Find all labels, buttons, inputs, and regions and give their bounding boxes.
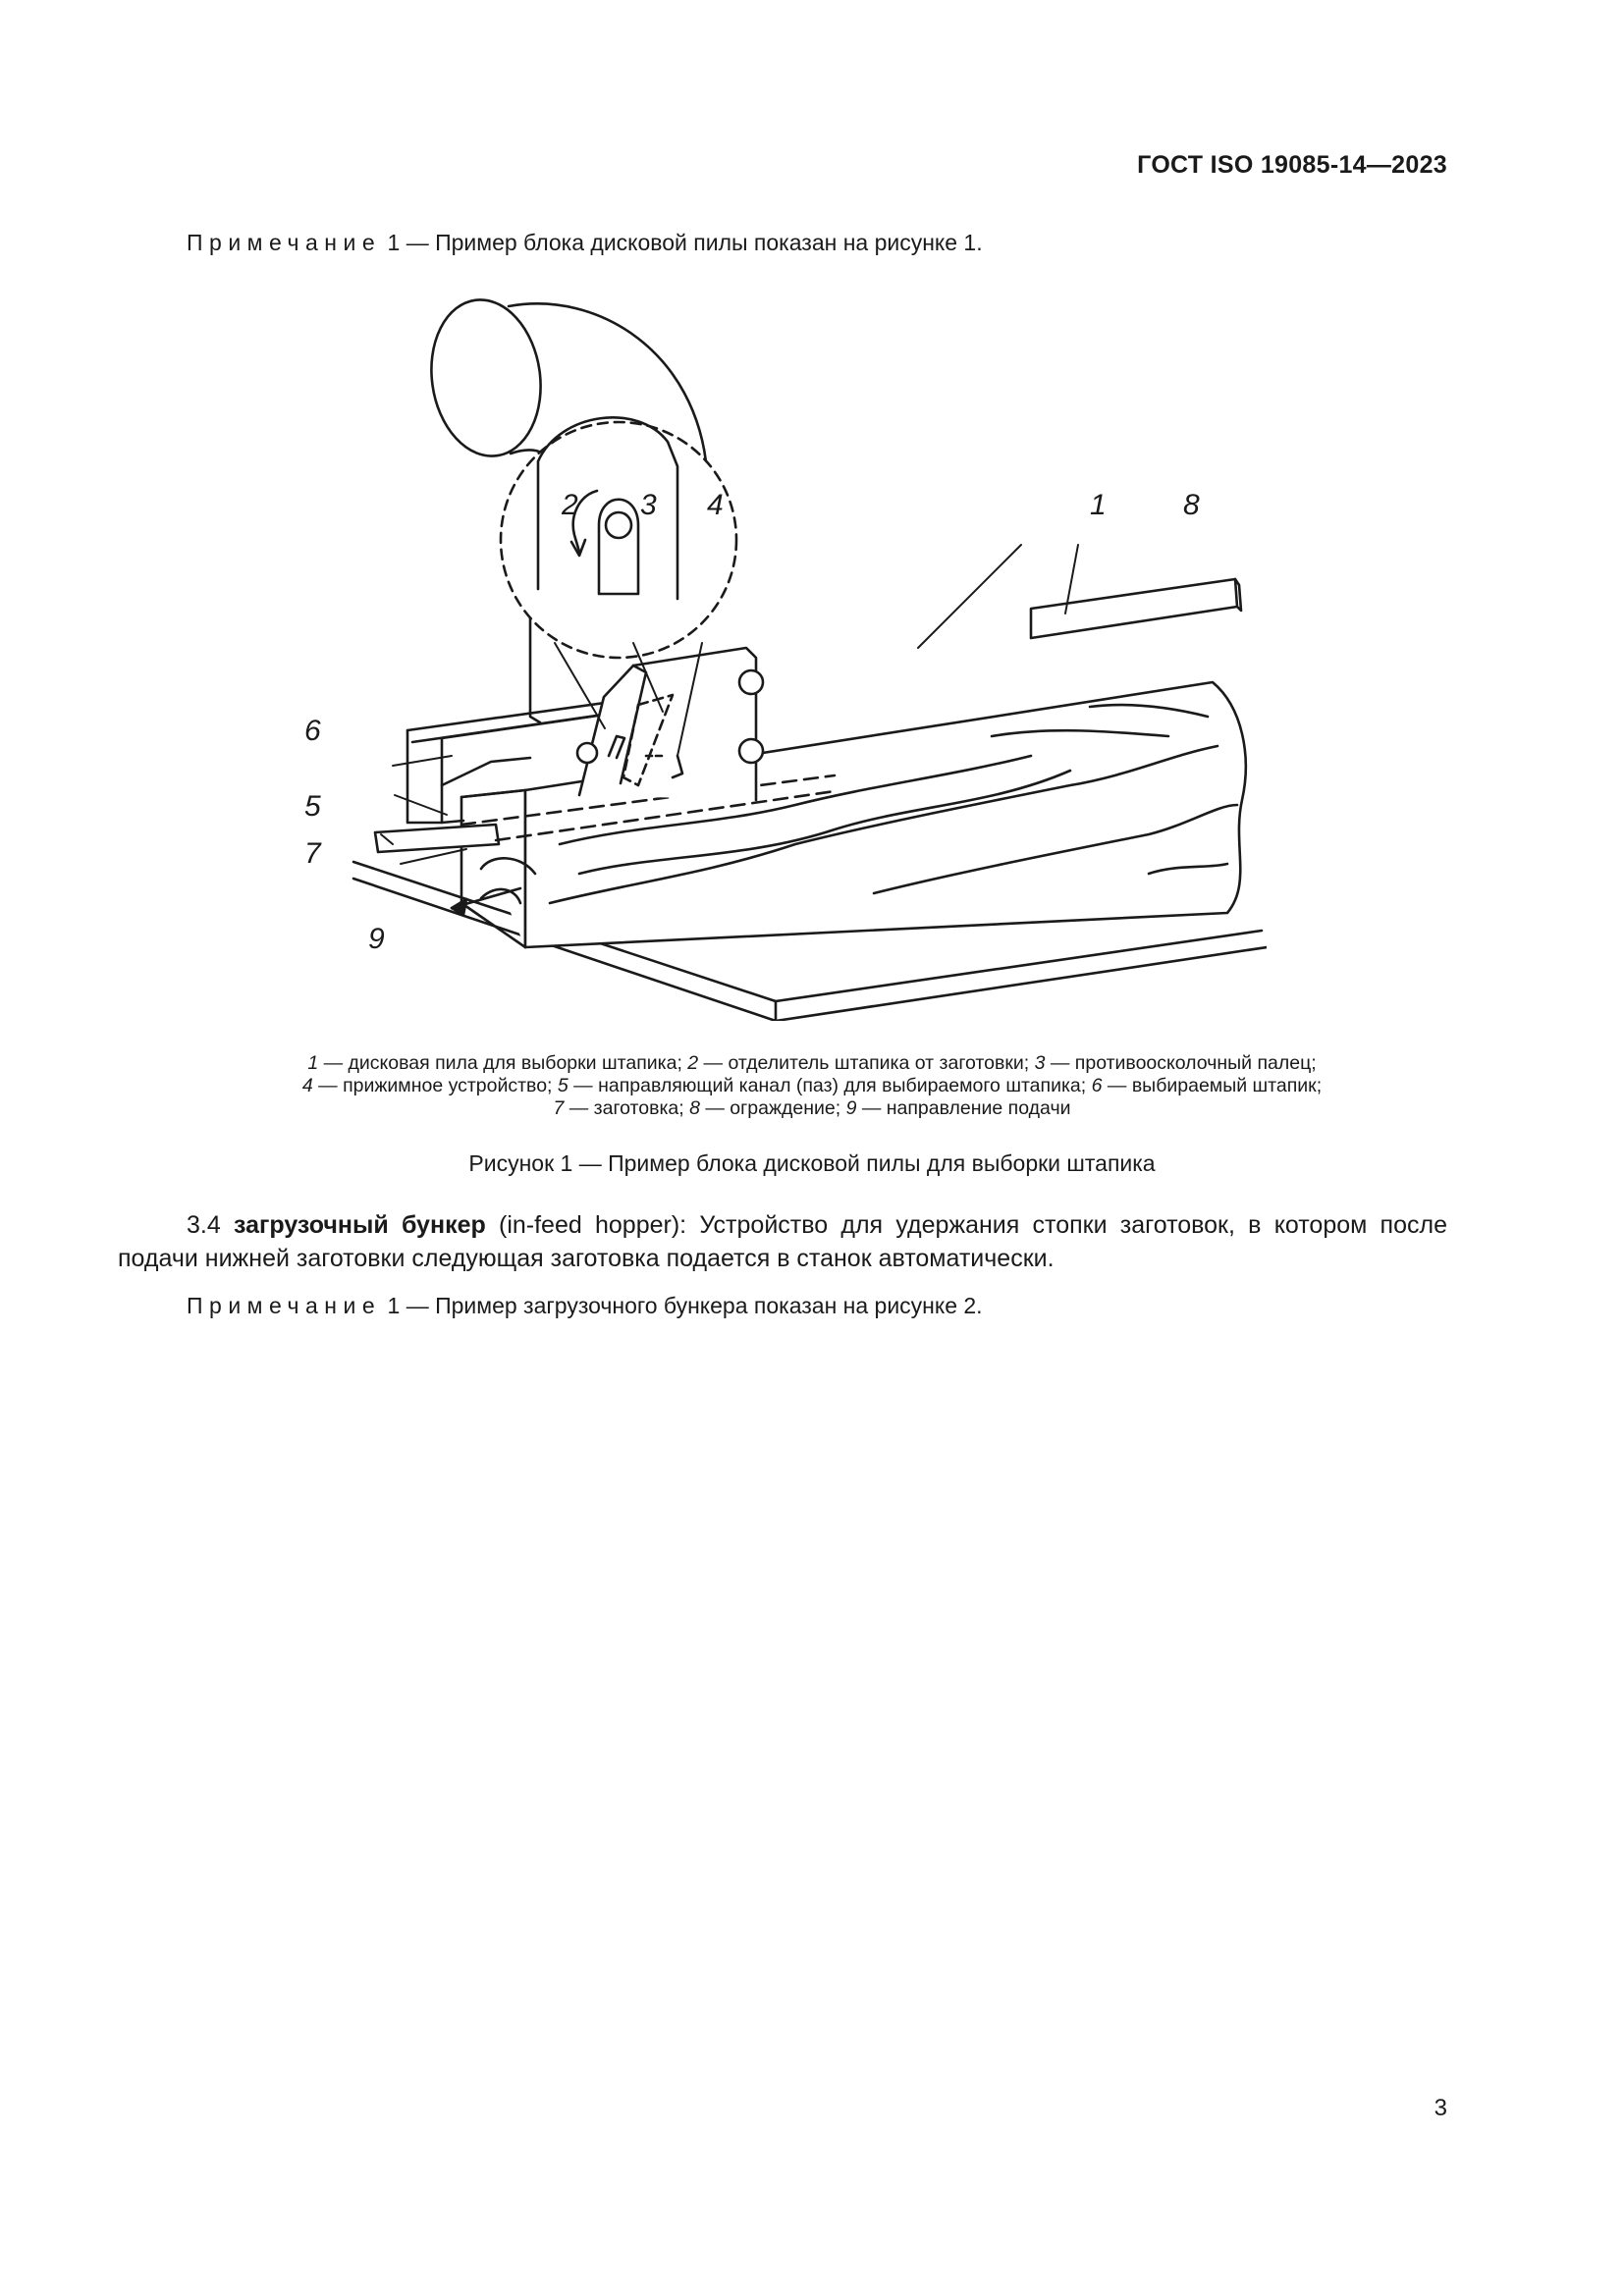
callout-3: 3 — [640, 489, 657, 521]
definition-3-4: 3.4 загрузочный бункер (in-feed hopper):… — [118, 1208, 1447, 1275]
note-text: 1 — Пример загрузочного бункера показан … — [381, 1293, 983, 1318]
document-standard-number: ГОСТ ISO 19085-14—2023 — [1137, 151, 1447, 179]
note-label: Примечание — [187, 1293, 382, 1318]
callout-8: 8 — [1183, 489, 1200, 521]
figure-1-saw-unit: 2 3 4 1 8 6 5 7 9 — [285, 294, 1267, 1021]
figure-legend: 1 — дисковая пила для выборки штапика; 2… — [118, 1052, 1506, 1120]
page-number: 3 — [1434, 2095, 1447, 2121]
note-figure-2: Примечание 1 — Пример загрузочного бунке… — [187, 1293, 983, 1319]
legend-line: 1 — дисковая пила для выборки штапика; 2… — [307, 1052, 1317, 1074]
note-text: 1 — Пример блока дисковой пилы показан н… — [381, 230, 983, 255]
callout-1: 1 — [1090, 489, 1107, 521]
legend-line: 7 — заготовка; 8 — ограждение; 9 — напра… — [553, 1097, 1071, 1119]
callout-6: 6 — [304, 715, 321, 747]
saw-blade-icon — [499, 416, 738, 660]
english-term: (in-feed hopper) — [499, 1211, 680, 1239]
term: загрузочный бункер — [234, 1211, 486, 1239]
callout-4: 4 — [707, 489, 724, 521]
callout-5: 5 — [304, 790, 321, 823]
note-figure-1: Примечание 1 — Пример блока дисковой пил… — [187, 230, 983, 256]
figure-caption: Рисунок 1 — Пример блока дисковой пилы д… — [468, 1150, 1156, 1176]
callout-9: 9 — [368, 923, 385, 955]
definition-text: : Устройство для удержания стопки загото… — [118, 1211, 1447, 1272]
section-number: 3.4 — [187, 1211, 221, 1239]
callout-2: 2 — [562, 489, 578, 521]
note-label: Примечание — [187, 230, 382, 255]
callout-label-group: 2 3 4 1 8 6 5 7 9 — [285, 294, 1267, 1021]
legend-line: 4 — прижимное устройство; 5 — направляющ… — [301, 1075, 1323, 1096]
circular-saw-unit-drawing — [352, 298, 1267, 1021]
callout-7: 7 — [304, 837, 321, 870]
